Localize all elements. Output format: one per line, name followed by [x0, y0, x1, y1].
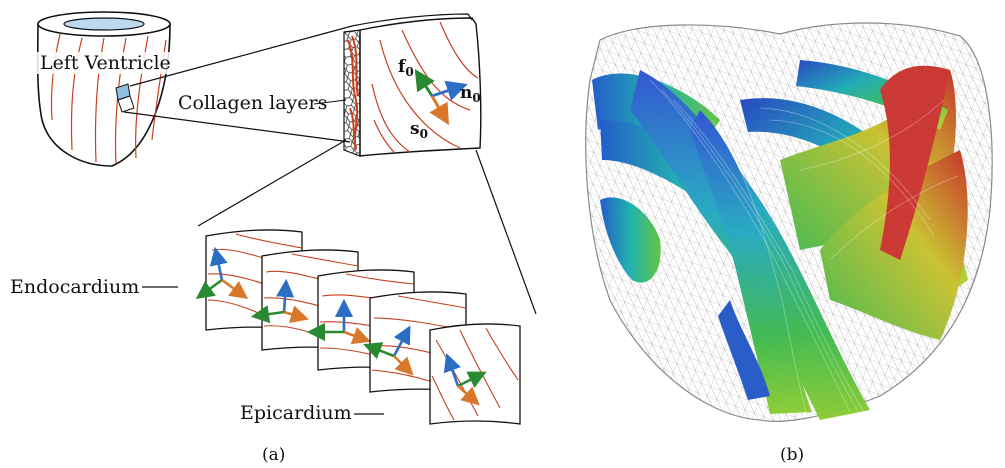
left-ventricle: [36, 11, 171, 167]
layer-stack: [195, 229, 521, 425]
panel-b: (b): [585, 22, 993, 465]
zoom-lines-top: [123, 25, 353, 143]
endocardium-label: Endocardium: [10, 276, 139, 298]
zoom-lines-bottom: [197, 139, 537, 315]
epicardium-label: Epicardium: [240, 402, 352, 424]
fiber-striations: [649, 79, 959, 413]
vector-n-label: n0: [460, 83, 481, 105]
collagen-layers-label: Collagen layers: [178, 92, 327, 114]
layer-5: [429, 323, 521, 425]
tissue-block: [343, 13, 482, 157]
vector-f-label: f0: [398, 57, 414, 79]
panel-a: f0 n0 s0 Left Ventricle Collagen layers: [10, 11, 537, 465]
fiber-bundles: [592, 60, 968, 420]
caption-b: (b): [780, 445, 804, 465]
caption-a: (a): [262, 445, 285, 465]
vector-s-label: s0: [410, 119, 428, 141]
left-ventricle-label: Left Ventricle: [40, 52, 171, 74]
